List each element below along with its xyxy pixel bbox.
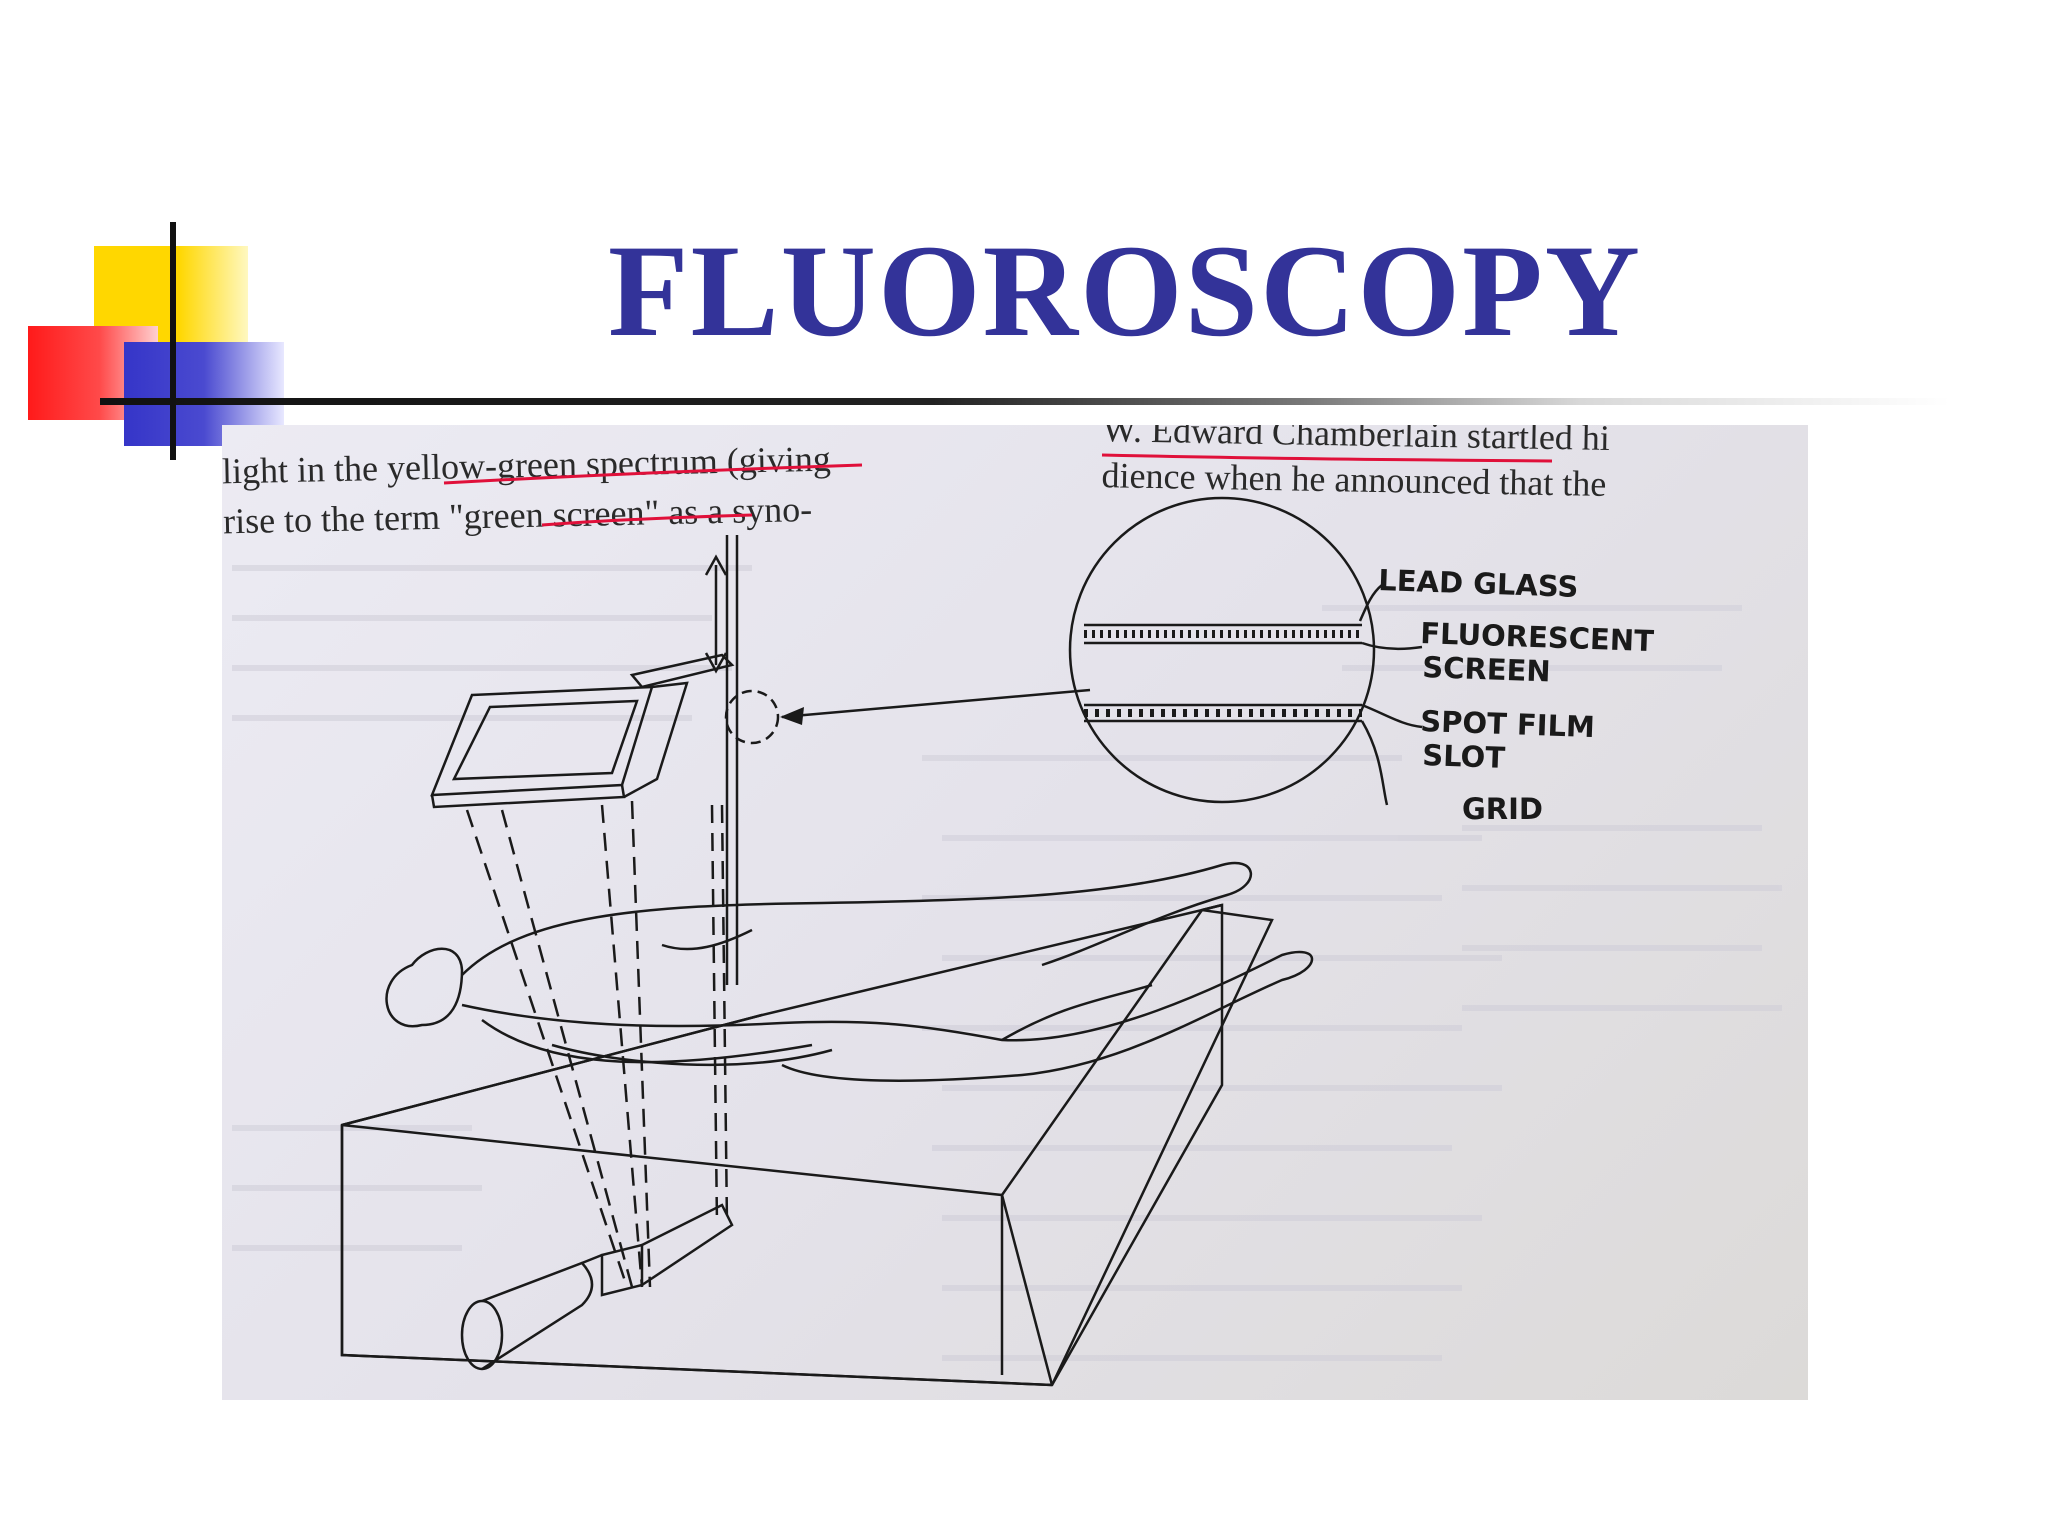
title-divider-line <box>100 398 1950 405</box>
magnified-detail-view <box>1068 496 1376 804</box>
label-lead-glass: LEAD GLASS <box>1378 563 1579 604</box>
book-text-right-line-1: W. Edward Chamberlain startled hi <box>1102 425 1610 458</box>
examination-table <box>340 903 1274 1387</box>
label-slot: SLOT <box>1422 738 1506 775</box>
label-screen: SCREEN <box>1422 650 1551 688</box>
detail-arrow-line <box>781 688 1091 719</box>
label-spot-film: SPOT FILM <box>1420 704 1596 744</box>
green-screen-underline <box>541 513 753 527</box>
x-ray-tube <box>460 1203 734 1371</box>
label-fluorescent: FLUORESCENT <box>1420 616 1655 658</box>
detail-arrow-head <box>780 707 804 725</box>
deco-vertical-line <box>170 222 176 460</box>
book-text-right-line-2: dience when he announced that the <box>1101 455 1606 504</box>
label-grid: GRID <box>1462 792 1543 826</box>
detail-callout-circle <box>724 689 780 745</box>
patient-figure <box>385 861 1314 1082</box>
fluorescent-screen-tray <box>430 681 689 809</box>
fluoroscopy-photo: light in the yellow-green spectrum (givi… <box>222 425 1808 1400</box>
x-ray-beam <box>465 800 729 1288</box>
fluoroscopy-diagram: light in the yellow-green spectrum (givi… <box>222 425 1782 1387</box>
label-leader-lines <box>1358 584 1423 806</box>
chamberlain-underline <box>1101 453 1553 463</box>
tower-support <box>629 535 739 985</box>
yellow-green-underline <box>443 463 863 485</box>
book-text-left-line-1: light in the yellow-green spectrum (givi… <box>222 439 831 492</box>
slide-title: FLUOROSCOPY <box>607 217 1643 364</box>
